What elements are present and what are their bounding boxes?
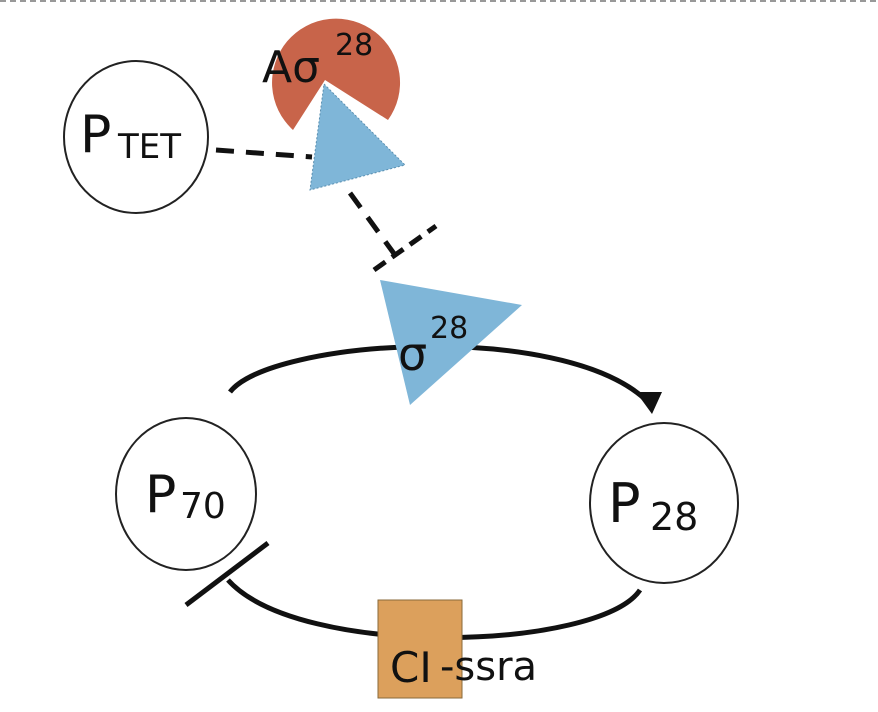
p28-label: P [608, 472, 641, 535]
anti-sigma-label: Aσ [262, 42, 320, 93]
ssra-tag-label: -ssra [440, 644, 537, 690]
repression-bar [184, 541, 270, 607]
p70-label: P [145, 465, 176, 525]
bound-sigma-triangle [309, 82, 406, 191]
p28-subscript: 28 [650, 495, 698, 539]
p70-subscript: 70 [180, 486, 226, 527]
anti-sigma-28: Aσ 28 [262, 18, 401, 130]
ptet-subscript: TET [117, 127, 181, 167]
promoter-ptet: P TET [63, 60, 209, 214]
promoter-p28: P 28 [589, 422, 739, 584]
sigma-label: σ [398, 327, 427, 381]
anti-sigma-superscript: 28 [335, 28, 373, 63]
promoter-p70: P 70 [115, 417, 257, 571]
inhibition-dashed-arrow [347, 191, 438, 273]
expression-dashed-line [215, 147, 313, 160]
sigma-28: σ 28 [380, 280, 522, 405]
ci-label: CI [390, 643, 432, 692]
arrowhead-icon [636, 392, 662, 414]
repressor-ci-ssra: CI -ssra [377, 599, 537, 699]
sigma-superscript: 28 [430, 311, 468, 346]
ptet-label: P [80, 105, 111, 165]
